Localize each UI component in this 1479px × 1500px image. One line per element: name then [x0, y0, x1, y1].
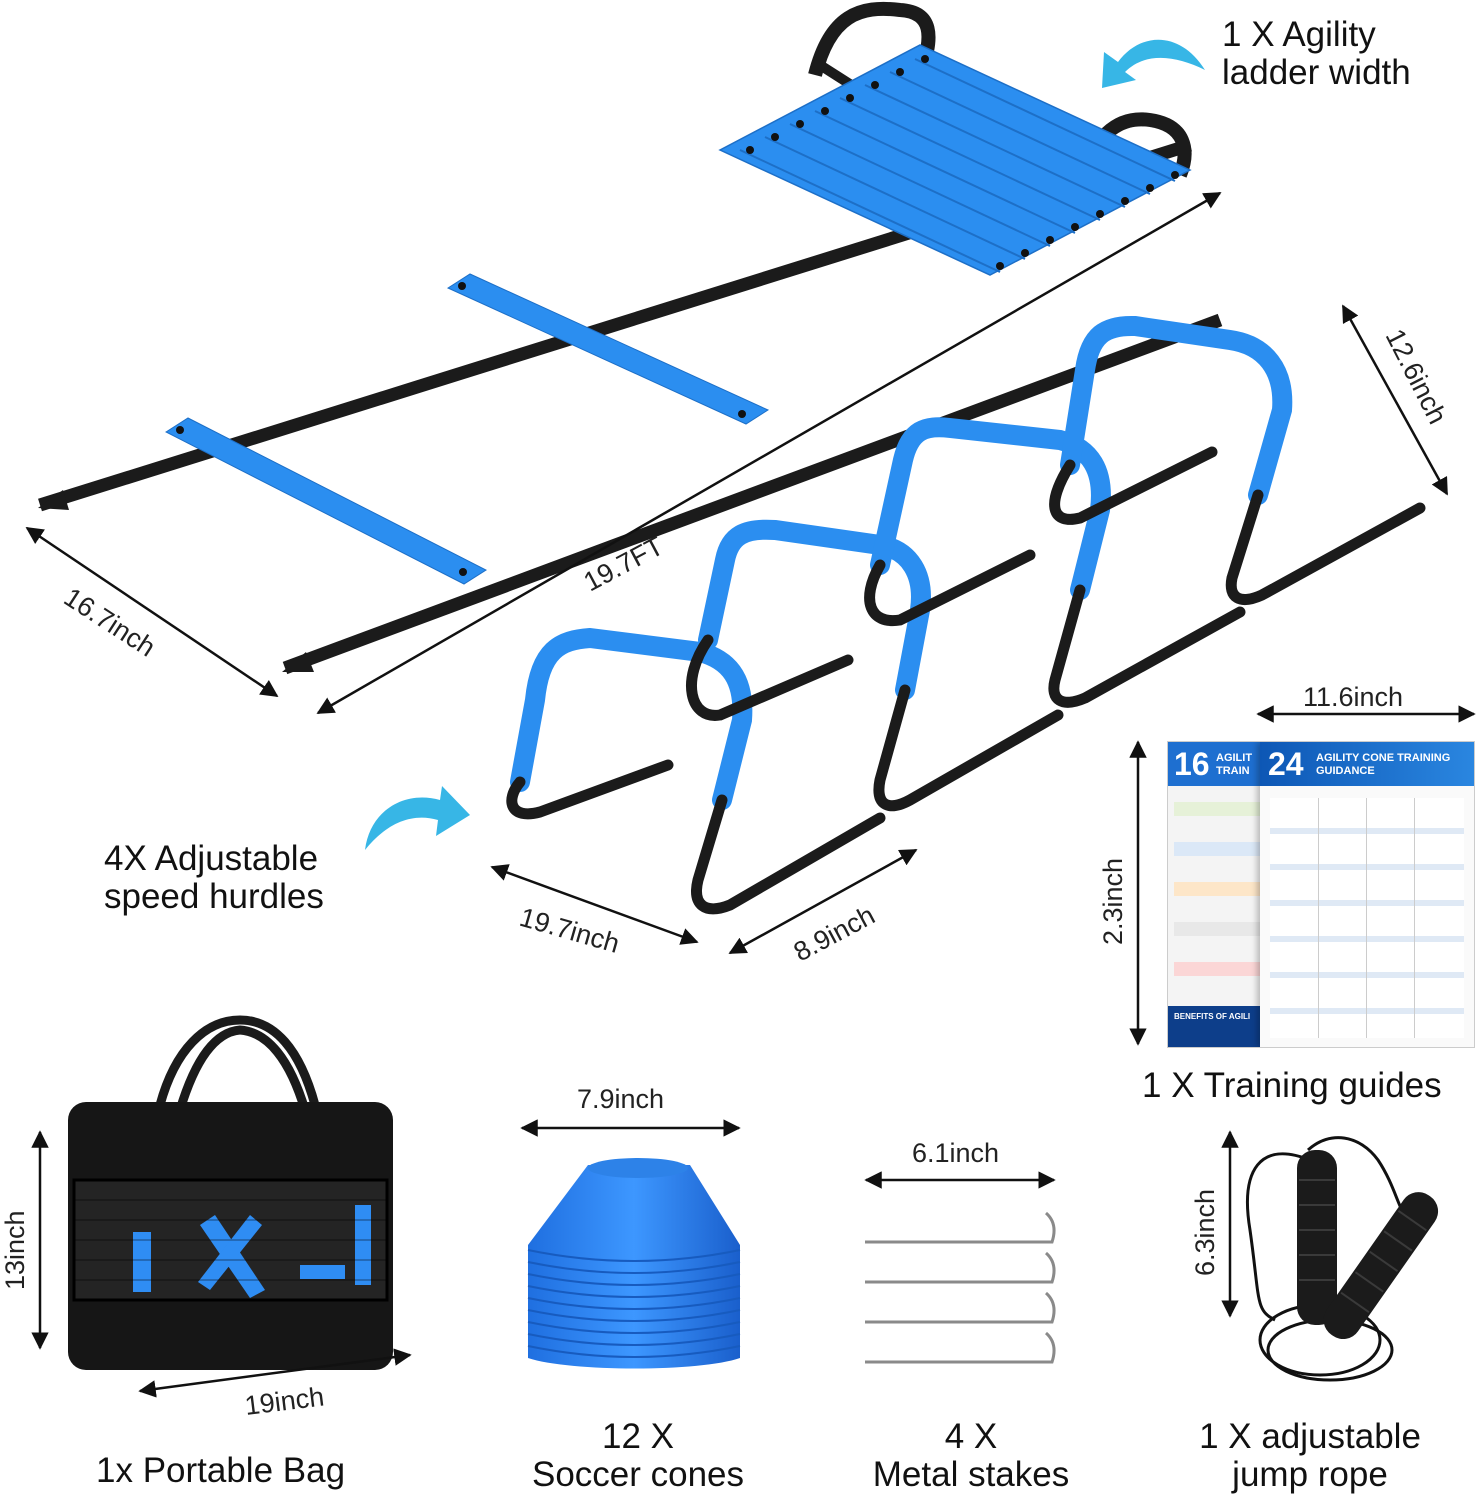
- rope-height-text: 6.3inch: [1190, 1189, 1220, 1276]
- poster-front-number: 24: [1268, 746, 1304, 782]
- cones-label: 12 X Soccer cones: [520, 1418, 756, 1494]
- rope-label-line2: jump rope: [1232, 1455, 1388, 1494]
- hurdle-height-arrow: [1341, 304, 1449, 496]
- poster-footer: BENEFITS OF AGILI: [1174, 1012, 1251, 1021]
- cones-width-text: 7.9inch: [577, 1084, 664, 1114]
- soccer-cones: [527, 1158, 741, 1369]
- bag-height-text: 13inch: [0, 1210, 30, 1290]
- hurdle-length-text: 19.7inch: [516, 902, 622, 959]
- hurdles-callout-arrow: [365, 786, 470, 850]
- poster-front-title: AGILITY CONE TRAINING GUIDANCE: [1316, 752, 1451, 777]
- hurdle-depth-arrow: [728, 848, 918, 955]
- hurdles-label: 4X Adjustable speed hurdles: [104, 840, 324, 916]
- jump-rope: [1246, 1136, 1439, 1382]
- hurdle-height-text: 12.6inch: [1380, 324, 1453, 429]
- stakes-label: 4 X Metal stakes: [858, 1418, 1084, 1494]
- poster-back-sheet: 16 AGILIT TRAIN BENEFITS OF AGILI: [1168, 742, 1268, 1047]
- poster-front-sheet: 24 AGILITY CONE TRAINING GUIDANCE: [1260, 742, 1474, 1047]
- stakes-width-text: 6.1inch: [912, 1138, 999, 1168]
- bag-width-text: 19inch: [243, 1381, 326, 1420]
- hurdles-label-line2: speed hurdles: [104, 877, 324, 916]
- ladder-label-line2: ladder width: [1222, 53, 1411, 92]
- cones-label-line2: Soccer cones: [531, 1455, 745, 1494]
- metal-stakes: [865, 1211, 1056, 1364]
- ladder-length-arrow: [316, 191, 1222, 715]
- rope-label: 1 X adjustable jump rope: [1180, 1418, 1440, 1494]
- rope-label-line1: 1 X adjustable: [1199, 1417, 1421, 1456]
- poster-back-number: 16: [1174, 746, 1210, 782]
- ladder-callout-arrow: [1102, 39, 1205, 88]
- poster-back-title: AGILIT TRAIN: [1216, 752, 1253, 777]
- ladder-label: 1 X Agility ladder width: [1222, 16, 1411, 92]
- training-guides-poster: 16 AGILIT TRAIN BENEFITS OF AGILI 24 AGI…: [1168, 742, 1474, 1047]
- hurdle-depth-text: 8.9inch: [789, 900, 880, 967]
- bag-label: 1x Portable Bag: [96, 1451, 346, 1490]
- stakes-label-line2: Metal stakes: [872, 1455, 1070, 1494]
- portable-bag: [68, 1015, 393, 1370]
- guides-height-text: 2.3inch: [1098, 858, 1128, 945]
- bag-width-arrow: [138, 1348, 412, 1398]
- hurdle-length-arrow: [490, 864, 699, 945]
- ladder-label-line1: 1 X Agility: [1222, 15, 1376, 54]
- stakes-label-line1: 4 X: [944, 1417, 998, 1456]
- ladder-width-text: 16.7inch: [59, 582, 161, 663]
- guides-width-text: 11.6inch: [1303, 682, 1403, 712]
- speed-hurdles: [506, 315, 1426, 915]
- hurdles-label-line1: 4X Adjustable: [104, 839, 319, 878]
- cones-label-line1: 12 X: [602, 1417, 674, 1456]
- guides-label: 1 X Training guides: [1142, 1066, 1442, 1105]
- ladder-width-arrow: [25, 526, 279, 698]
